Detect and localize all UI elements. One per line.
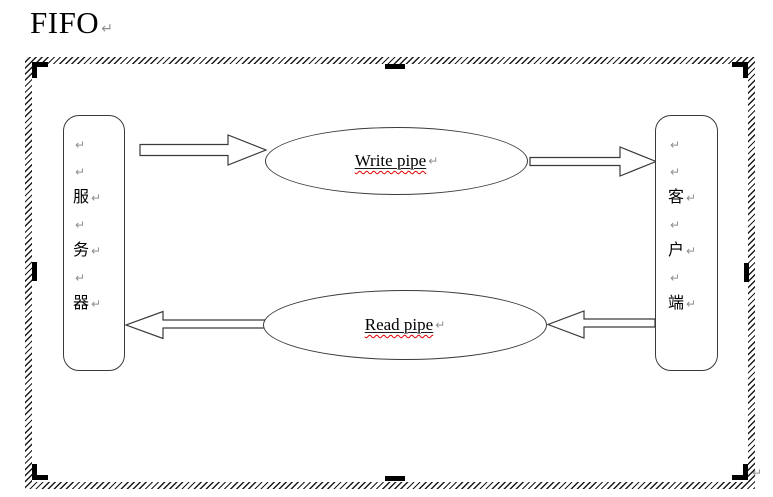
resize-handle-right[interactable] bbox=[744, 263, 749, 282]
server-box[interactable]: ↵ ↵ 服↵ ↵ 务↵ ↵ 器↵ bbox=[63, 115, 125, 371]
text-line: ↵ bbox=[73, 159, 124, 186]
line-break-mark: ↵ bbox=[686, 297, 697, 312]
line-break-mark: ↵ bbox=[91, 297, 102, 312]
text-line: ↵ bbox=[668, 132, 717, 159]
read-pipe-label: Read pipe bbox=[364, 315, 434, 334]
text-line: ↵ bbox=[668, 212, 717, 239]
line-break-mark: ↵ bbox=[686, 191, 697, 206]
line-break-mark: ↵ bbox=[101, 21, 114, 37]
line-break-mark: ↵ bbox=[75, 138, 86, 153]
text-line: ↵ bbox=[73, 132, 124, 159]
line-break-mark: ↵ bbox=[670, 270, 681, 285]
line-break-mark: ↵ bbox=[752, 466, 763, 480]
resize-handle-top-right[interactable] bbox=[732, 62, 748, 78]
line-break-mark: ↵ bbox=[75, 164, 86, 179]
line-break-mark: ↵ bbox=[670, 164, 681, 179]
text-line: ↵ bbox=[73, 265, 124, 292]
text-line: ↵ bbox=[668, 265, 717, 292]
read-pipe-label-wrap: Read pipe bbox=[365, 315, 433, 335]
text-line: 务↵ bbox=[73, 238, 124, 265]
text-line: ↵ bbox=[73, 212, 124, 239]
line-break-mark: ↵ bbox=[75, 270, 86, 285]
write-pipe-label-wrap: Write pipe bbox=[355, 151, 427, 171]
arrow-read-pipe-to-server[interactable] bbox=[124, 310, 267, 340]
line-break-mark: ↵ bbox=[75, 217, 86, 232]
line-break-mark: ↵ bbox=[670, 138, 681, 153]
box-char: 服 bbox=[73, 189, 90, 207]
text-line: 服↵ bbox=[73, 185, 124, 212]
box-char: 户 bbox=[668, 242, 685, 260]
line-break-mark: ↵ bbox=[91, 191, 102, 206]
write-pipe-label: Write pipe bbox=[354, 151, 427, 170]
line-break-mark: ↵ bbox=[686, 244, 697, 259]
text-line: 器↵ bbox=[73, 291, 124, 318]
resize-handle-left[interactable] bbox=[32, 262, 37, 281]
resize-handle-top[interactable] bbox=[385, 64, 405, 69]
line-break-mark: ↵ bbox=[428, 154, 439, 168]
text-line: 端↵ bbox=[668, 291, 717, 318]
line-break-mark: ↵ bbox=[670, 217, 681, 232]
resize-handle-bottom[interactable] bbox=[385, 476, 405, 481]
page-title-text: FIFO bbox=[30, 5, 100, 40]
arrow-server-to-write-pipe[interactable] bbox=[139, 134, 268, 166]
box-char: 客 bbox=[668, 189, 685, 207]
text-line: 客↵ bbox=[668, 185, 717, 212]
text-line: ↵ bbox=[668, 159, 717, 186]
box-char: 务 bbox=[73, 242, 90, 260]
box-char: 器 bbox=[73, 295, 90, 313]
text-line: 户↵ bbox=[668, 238, 717, 265]
client-box[interactable]: ↵ ↵ 客↵ ↵ 户↵ ↵ 端↵ bbox=[655, 115, 718, 371]
read-pipe-ellipse[interactable]: Read pipe↵ bbox=[263, 290, 547, 360]
arrow-client-to-read-pipe[interactable] bbox=[546, 310, 656, 339]
write-pipe-ellipse[interactable]: Write pipe↵ bbox=[265, 127, 528, 195]
page-title: FIFO↵ bbox=[30, 5, 114, 40]
arrow-write-pipe-to-client[interactable] bbox=[529, 146, 658, 177]
line-break-mark: ↵ bbox=[435, 318, 446, 332]
line-break-mark: ↵ bbox=[91, 244, 102, 259]
resize-handle-bottom-right[interactable] bbox=[732, 464, 748, 480]
box-char: 端 bbox=[668, 295, 685, 313]
resize-handle-bottom-left[interactable] bbox=[32, 464, 48, 480]
resize-handle-top-left[interactable] bbox=[32, 62, 48, 78]
